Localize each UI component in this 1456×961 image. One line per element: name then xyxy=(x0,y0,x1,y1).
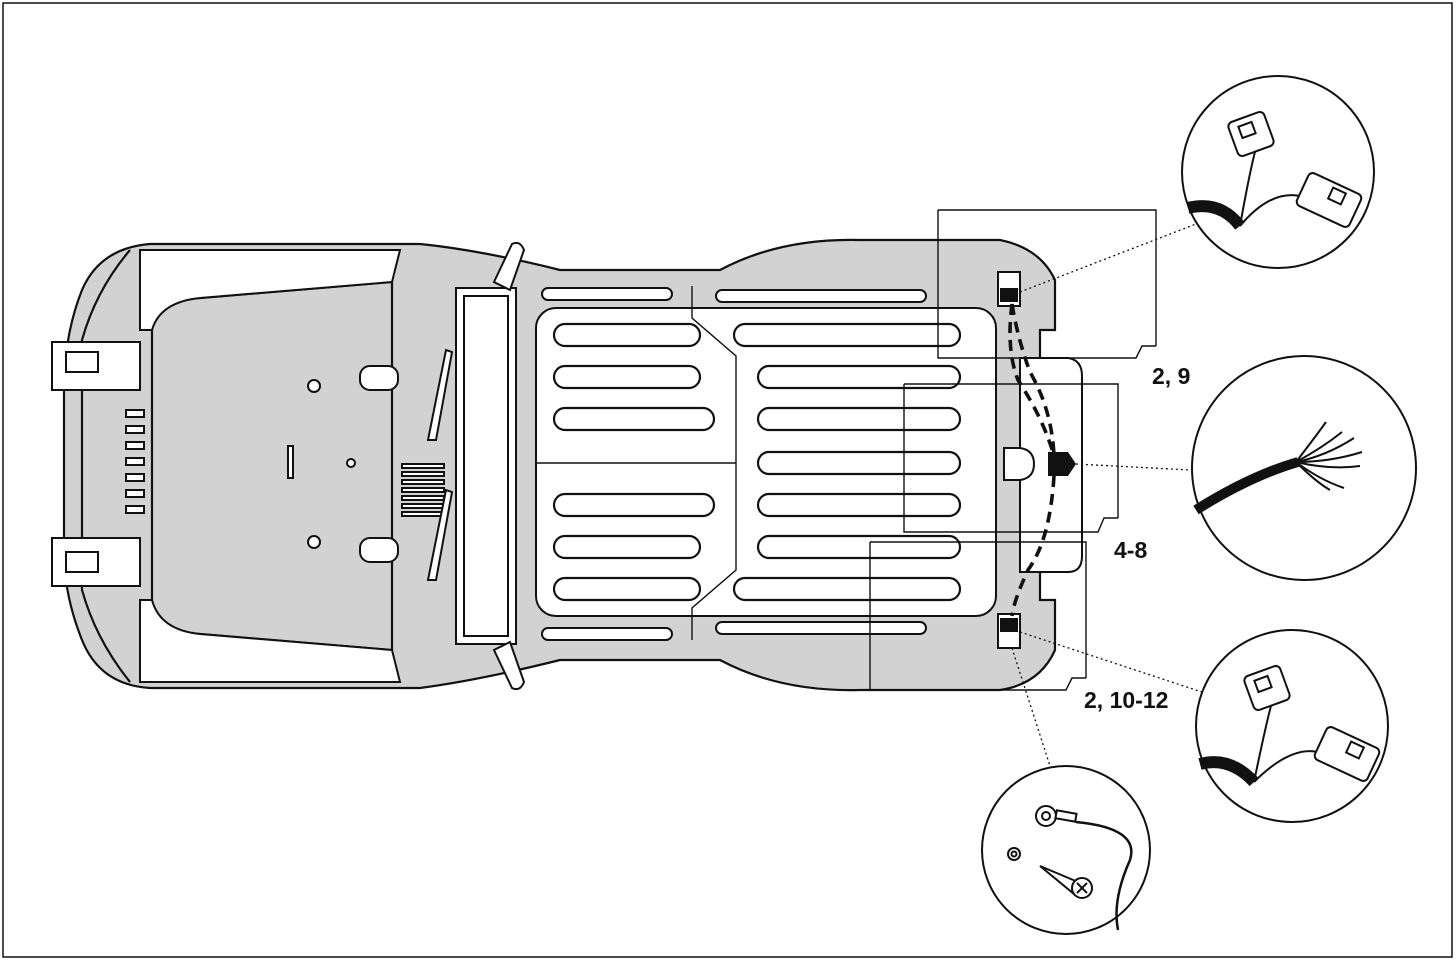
connector-right xyxy=(1000,618,1018,632)
self-tapping-screw-icon xyxy=(1039,865,1093,899)
hood-bolt xyxy=(346,458,356,468)
callout-label-bottom: 2, 10-12 xyxy=(1084,687,1168,713)
detail-circle-ground xyxy=(981,765,1151,935)
callout-frame-top xyxy=(937,209,1157,359)
side-rail xyxy=(541,287,673,301)
hood-bolt xyxy=(307,535,321,549)
leader-ground xyxy=(1011,647,1051,767)
washer-nozzle xyxy=(359,365,399,391)
connector-pair-icon xyxy=(1243,664,1381,782)
detail-circle-top xyxy=(1181,75,1375,269)
gear-washer-icon xyxy=(1007,847,1021,861)
tailgate-handle xyxy=(1003,447,1036,481)
connector-left xyxy=(1000,288,1018,302)
roof-step xyxy=(691,286,737,640)
fender-left xyxy=(139,249,402,331)
roof-ribs-front xyxy=(552,322,716,602)
detail-circle-bottom xyxy=(1195,629,1389,823)
callout-label-top: 2, 9 xyxy=(1152,363,1190,389)
callout-label-middle: 4-8 xyxy=(1114,537,1147,563)
wiring-harness-route xyxy=(1008,303,1056,617)
headlight-left xyxy=(51,341,141,391)
connector-pair-icon xyxy=(1227,110,1363,228)
mirror-right xyxy=(492,640,526,691)
side-rail xyxy=(715,289,927,303)
leader-middle xyxy=(1075,463,1191,471)
cowl-vent xyxy=(401,463,445,517)
wiper-right xyxy=(426,488,454,581)
windshield-inner xyxy=(463,295,509,637)
headlight-right-lens xyxy=(65,551,99,573)
callout-frame-middle xyxy=(903,383,1119,533)
vehicle-top-view xyxy=(51,238,1083,692)
leader-bottom xyxy=(1019,631,1215,697)
detail-circle-middle xyxy=(1191,355,1417,581)
front-bumper xyxy=(80,249,131,683)
washer-nozzle xyxy=(359,537,399,563)
roof-ribs-rear xyxy=(732,322,962,602)
fender-right xyxy=(139,599,402,683)
wiper-left xyxy=(426,348,454,441)
loose-wire-ends-icon xyxy=(1295,421,1363,491)
mirror-left xyxy=(492,241,526,292)
callout-frame-bottom xyxy=(869,541,1087,691)
hood-panel xyxy=(150,280,394,652)
leader-top xyxy=(1019,223,1197,293)
hood-slot xyxy=(287,445,294,479)
headlight-left-lens xyxy=(65,351,99,373)
hood-bolt xyxy=(307,379,321,393)
ring-terminal-icon xyxy=(1035,805,1133,931)
tow-socket xyxy=(1048,452,1076,476)
side-rail xyxy=(715,621,927,635)
grille xyxy=(125,409,145,514)
side-rail xyxy=(541,627,673,641)
